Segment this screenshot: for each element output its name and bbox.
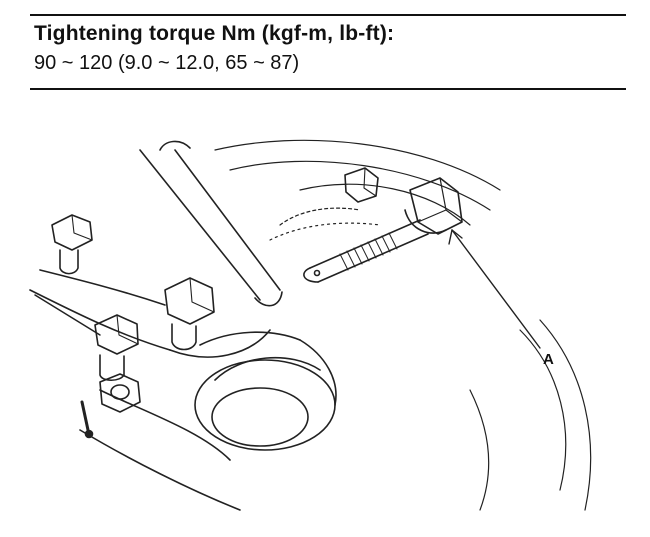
pointer-mark [80, 400, 94, 439]
torque-spec-value: 90 ~ 120 (9.0 ~ 12.0, 65 ~ 87) [34, 52, 300, 74]
steering-knuckle-arm [139, 140, 283, 307]
torque-spec-box: Tightening torque Nm (kgf-m, lb-ft): 90 … [30, 14, 626, 90]
pinch-bolt-a [303, 177, 463, 283]
rotor-hub-nut [344, 167, 379, 203]
torque-spec-title: Tightening torque Nm (kgf-m, lb-ft): [34, 22, 395, 45]
left-leader-line [34, 294, 101, 336]
ball-joint-housing [194, 331, 337, 451]
suspension-illustration: A [29, 139, 592, 511]
lower-arm-body [29, 269, 271, 511]
callout-a-leader [448, 229, 541, 349]
callout-a-label: A [543, 351, 554, 368]
center-stud [164, 277, 215, 351]
left-stud-upper [51, 214, 93, 275]
left-stud-lower [94, 314, 141, 413]
brake-rotor [214, 139, 592, 511]
